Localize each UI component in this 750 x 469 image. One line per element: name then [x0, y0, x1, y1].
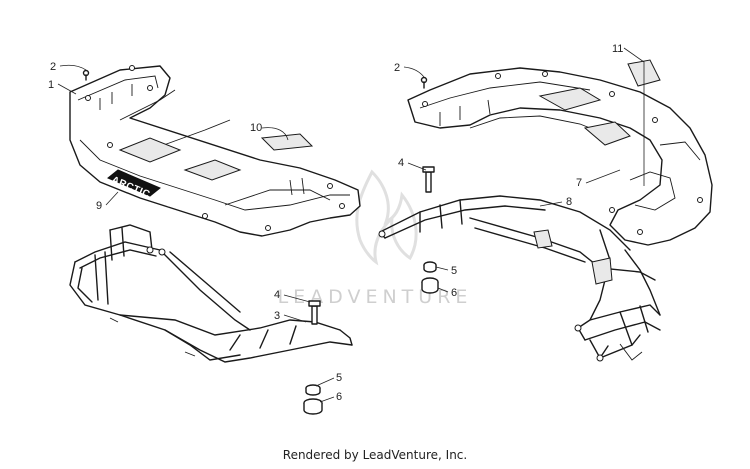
callout-label: 7 [576, 177, 582, 189]
callout-label: 3 [274, 310, 280, 322]
callout-label: 6 [451, 287, 457, 299]
label-plate [260, 133, 314, 151]
left-bushing-6 [303, 398, 323, 415]
right-bolt-4 [422, 166, 435, 193]
rear-bumper-frame [378, 195, 661, 362]
callout-labels: 1 2 3 4 5 6 7 8 9 10 11 2 4 5 6 [48, 43, 623, 403]
callout-label: 5 [336, 372, 342, 384]
callout-label: 6 [336, 391, 342, 403]
callout-label: 2 [394, 62, 400, 74]
left-bolt-4 [308, 300, 321, 325]
callout-label: 4 [398, 157, 404, 169]
watermark-flame-icon [355, 169, 418, 266]
callout-label: 9 [96, 200, 102, 212]
footer-credit: Rendered by LeadVenture, Inc. [282, 448, 468, 462]
callout-leaders [57, 47, 645, 403]
watermark-text: LEADVENTURE [278, 286, 473, 308]
rear-rack [407, 59, 713, 246]
callout-label: 5 [451, 265, 457, 277]
callout-label: 8 [566, 196, 572, 208]
front-rack: ARCTIC CAT [69, 65, 361, 237]
left-screw-2 [82, 69, 90, 81]
right-washer-5 [423, 261, 437, 273]
right-bushing-6 [421, 277, 439, 294]
watermark: LEADVENTURE [278, 169, 473, 308]
right-screw-2 [420, 76, 428, 89]
callout-label: 4 [274, 289, 280, 301]
callout-label: 10 [250, 122, 262, 134]
callout-label: 11 [612, 43, 623, 55]
left-washer-5 [305, 384, 321, 396]
callout-label: 2 [50, 61, 56, 73]
callout-label: 1 [48, 79, 54, 91]
